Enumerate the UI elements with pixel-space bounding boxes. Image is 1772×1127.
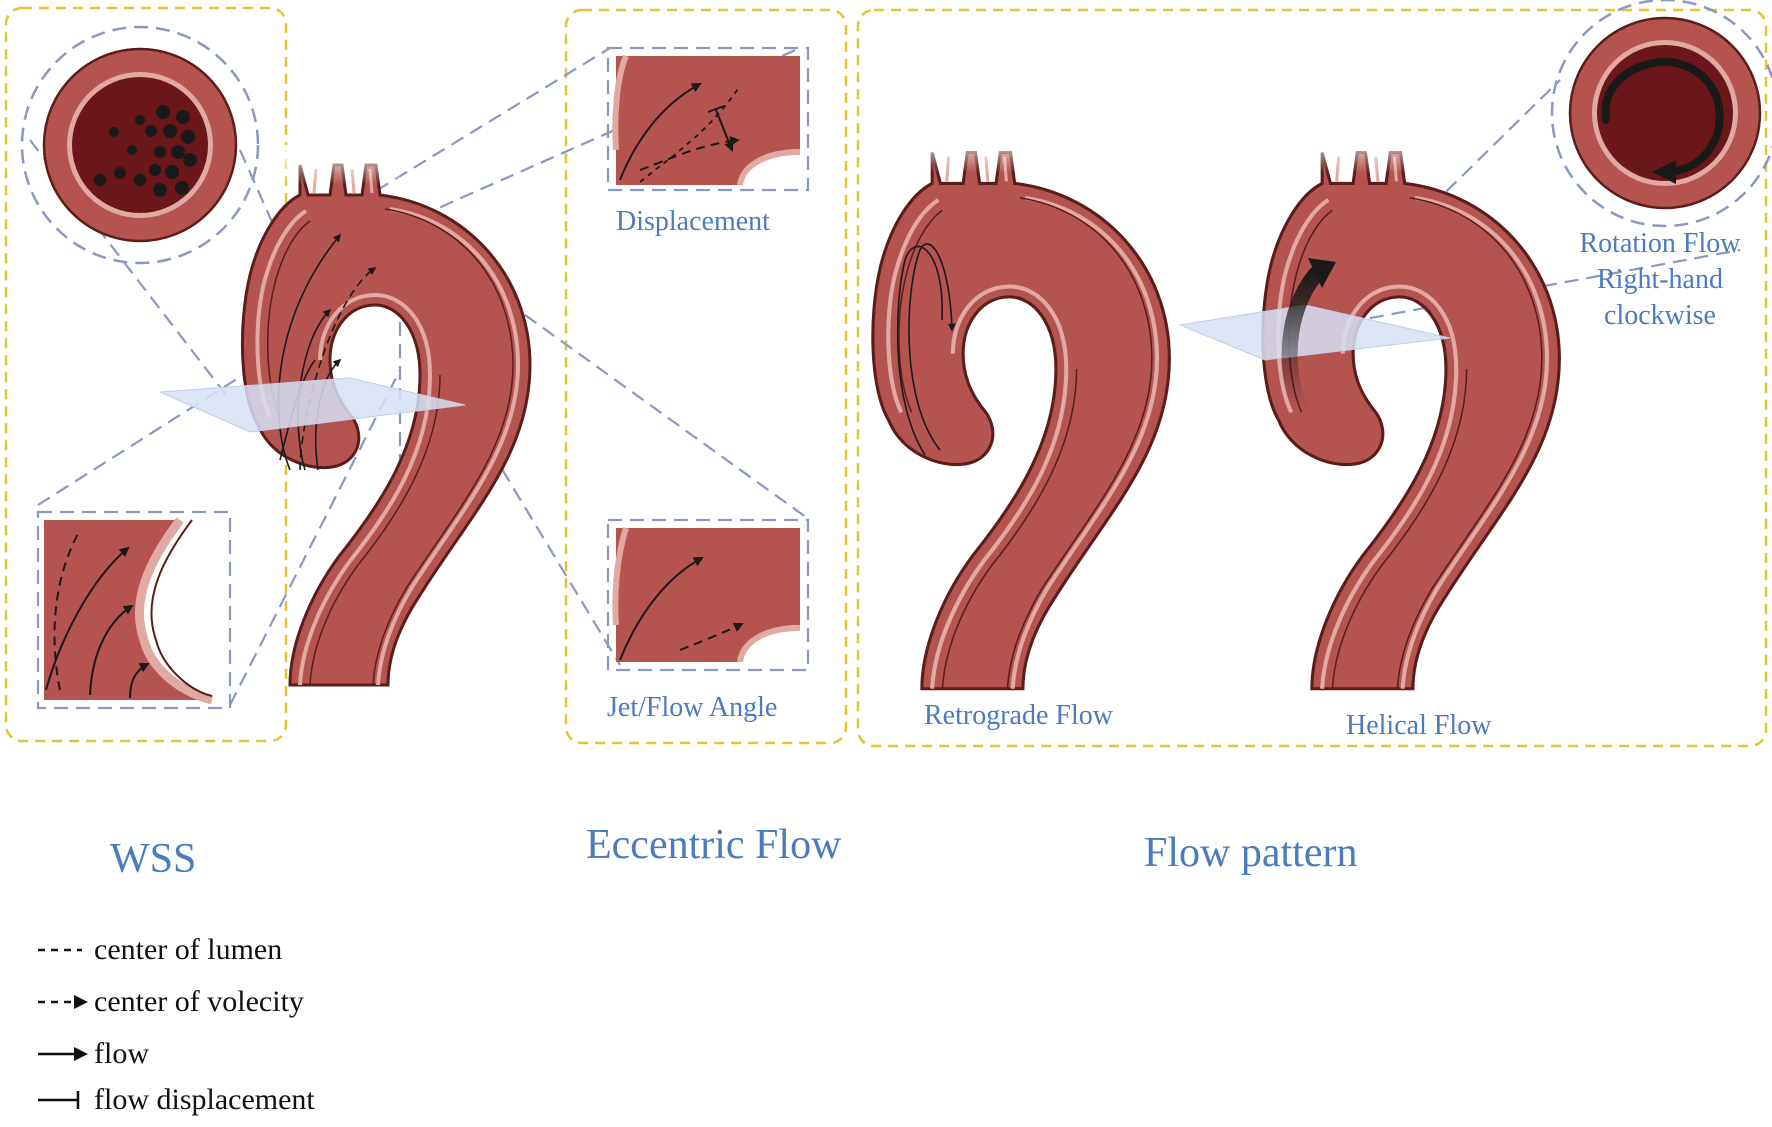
frame-pattern xyxy=(856,8,1768,748)
frame-eccentric xyxy=(564,8,848,745)
label-rotation-2: Right-hand xyxy=(1597,264,1723,295)
label-rotation-3: clockwise xyxy=(1604,300,1716,331)
section-title-eccentric: Eccentric Flow xyxy=(586,822,842,868)
solid-arrow-icon xyxy=(38,1047,88,1061)
label-jet-angle: Jet/Flow Angle xyxy=(607,692,778,723)
legend-label: flow xyxy=(94,1037,149,1070)
frame-wss xyxy=(4,6,288,743)
wss-cross-section xyxy=(20,25,260,265)
dashed-line-icon xyxy=(38,948,82,952)
legend-label: center of volecity xyxy=(94,985,304,1018)
legend-item-displacement: flow displacement xyxy=(34,1080,315,1120)
legend-item-center-lumen: center of lumen xyxy=(34,930,282,970)
label-retrograde: Retrograde Flow xyxy=(924,700,1113,731)
legend-label: flow displacement xyxy=(94,1083,315,1116)
label-displacement: Displacement xyxy=(616,206,770,237)
wss-zoom-box xyxy=(36,510,232,710)
section-title-wss: WSS xyxy=(110,836,197,882)
legend-label: center of lumen xyxy=(94,933,283,966)
aorta-left xyxy=(159,143,532,687)
displacement-zoom-box xyxy=(606,46,810,192)
section-title-pattern: Flow pattern xyxy=(1144,830,1358,876)
dashed-arrow-icon xyxy=(38,995,88,1009)
aorta-helical xyxy=(1178,132,1559,689)
jet-angle-zoom-box xyxy=(606,518,810,672)
bar-end-icon xyxy=(38,1091,80,1109)
label-helical: Helical Flow xyxy=(1346,710,1492,741)
aorta-retrograde xyxy=(873,132,1170,689)
legend-item-flow: flow xyxy=(34,1034,149,1074)
legend-item-center-velocity: center of volecity xyxy=(34,982,304,1022)
rotation-cross-section xyxy=(1550,0,1772,228)
label-rotation-1: Rotation Flow xyxy=(1579,228,1741,259)
